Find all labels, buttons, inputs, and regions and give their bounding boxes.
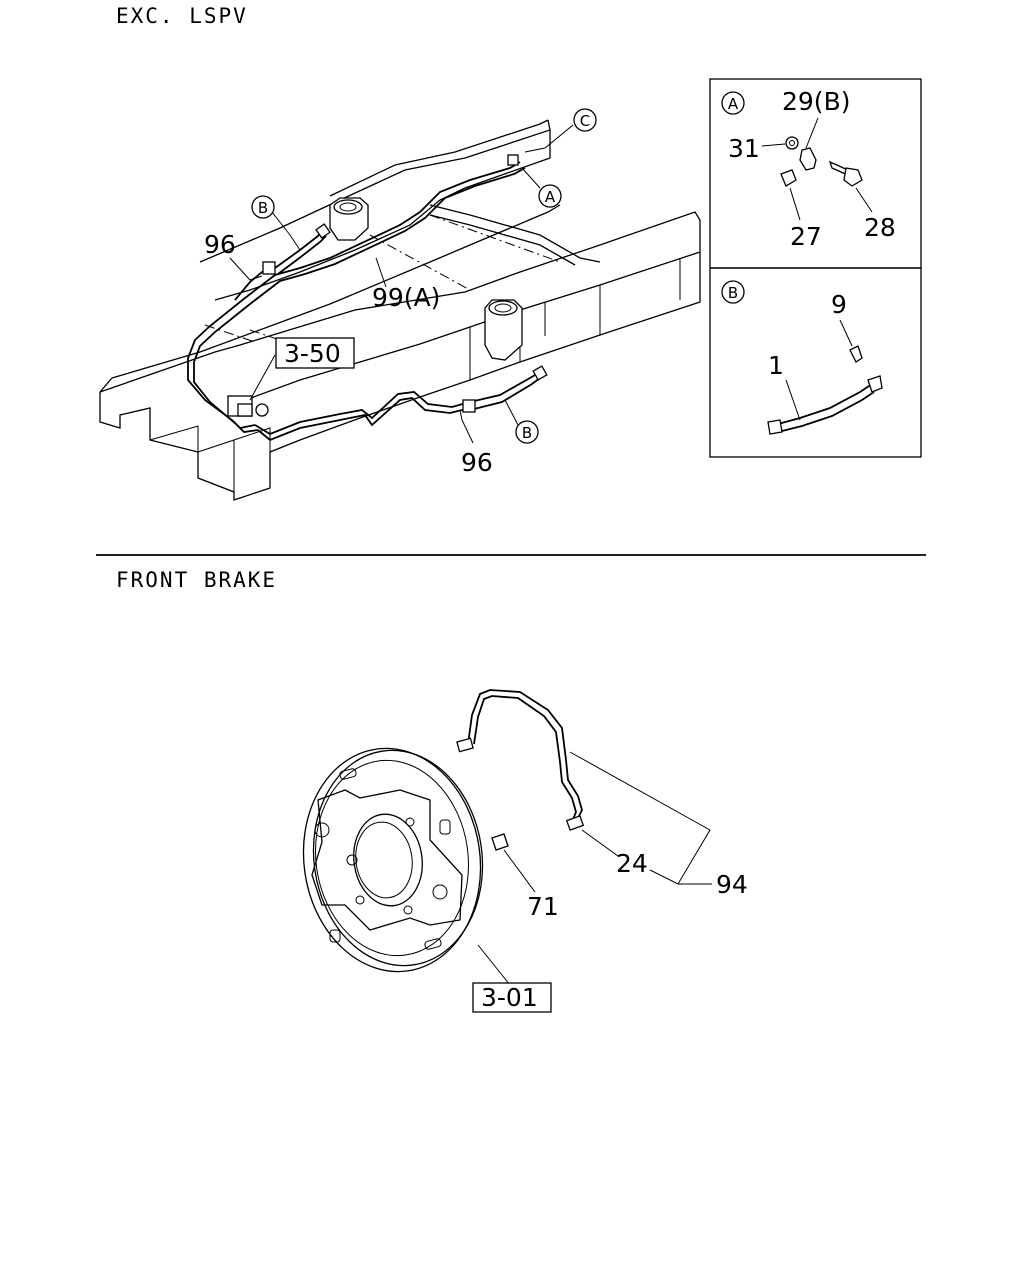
callout-29b: 29(B) xyxy=(782,87,850,116)
diagram-label: A xyxy=(728,95,739,113)
diagram-label: A xyxy=(545,188,556,206)
diagram-label: B xyxy=(522,424,532,442)
ref-3-01: 3-01 xyxy=(481,983,538,1012)
callout-31: 31 xyxy=(728,134,760,163)
section-title-exc-lspv: EXC. LSPV xyxy=(116,4,248,28)
callout-96-lower: 96 xyxy=(461,448,493,477)
callout-28: 28 xyxy=(864,213,896,242)
diagram-label: B xyxy=(728,284,738,302)
brake-pipes xyxy=(187,154,548,442)
leader-lines-bottom xyxy=(477,751,712,986)
callout-99a: 99(A) xyxy=(372,283,440,312)
detail-box-a: A 29(B) 31 27 28 xyxy=(709,78,922,269)
callout-71: 71 xyxy=(527,892,559,921)
leader-lines-top xyxy=(229,124,574,444)
ref-box-3-50 xyxy=(275,337,355,369)
section-title-front-brake: FRONT BRAKE xyxy=(116,568,278,592)
detail-box-b: B 9 1 xyxy=(709,267,922,458)
callout-27: 27 xyxy=(790,222,822,251)
diagram-label: B xyxy=(258,199,268,217)
bubble-b-left: B xyxy=(251,195,275,219)
front-brake-pipe xyxy=(456,689,585,851)
callout-24: 24 xyxy=(616,849,648,878)
callout-94: 94 xyxy=(716,870,748,899)
ref-box-3-01 xyxy=(472,982,552,1013)
bubble-b-right: B xyxy=(515,420,539,444)
bubble-c: C xyxy=(573,108,597,132)
diagram-label: C xyxy=(580,112,590,130)
ref-3-50: 3-50 xyxy=(284,339,341,368)
callout-9: 9 xyxy=(831,290,847,319)
callout-96-upper: 96 xyxy=(204,230,236,259)
backing-plate xyxy=(302,747,484,973)
bubble-a: A xyxy=(538,184,562,208)
callout-1: 1 xyxy=(768,351,784,380)
